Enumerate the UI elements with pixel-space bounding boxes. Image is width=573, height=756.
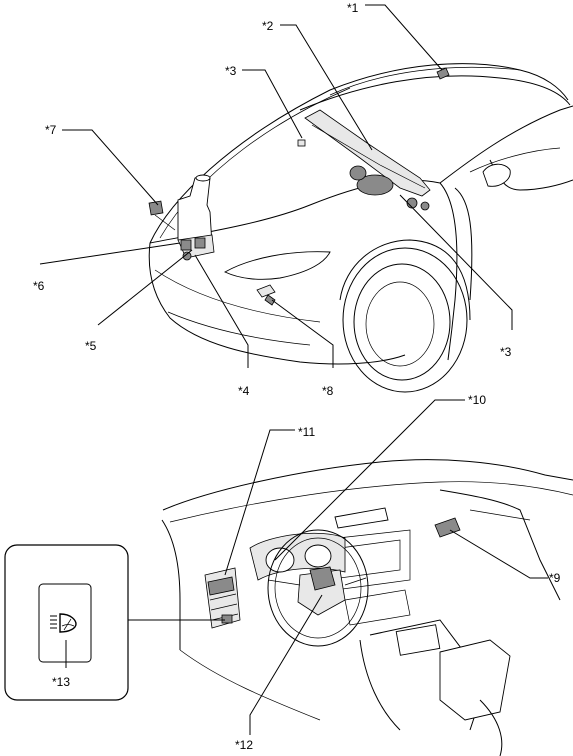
callout-10: *10 (468, 393, 486, 407)
callout-12: *12 (235, 738, 253, 752)
part-9 (434, 517, 461, 538)
headlight-washer-nozzle (148, 200, 176, 231)
callout-4: *4 (238, 384, 250, 398)
headlight-cleaner-switch-icon (50, 613, 77, 633)
vehicle-front-drawing (148, 63, 573, 393)
rain-sensor (436, 67, 450, 80)
switch-inset (4, 544, 129, 701)
callout-1: *1 (347, 1, 359, 15)
steering-wheel (267, 529, 369, 647)
leader-lines-top (39, 4, 513, 368)
callout-9: *9 (549, 571, 561, 585)
callout-5: *5 (85, 339, 97, 353)
wiper-motor-and-link (297, 109, 431, 211)
washer-tank (177, 174, 215, 261)
callout-13: *13 (52, 675, 70, 689)
callout-6: *6 (33, 279, 45, 293)
callout-labels: *1 *2 *3 *3 *4 *5 *6 *7 *8 *9 *10 *11 *1… (33, 1, 561, 752)
callout-11: *11 (298, 425, 315, 439)
part-8 (256, 284, 276, 306)
callout-2: *2 (262, 19, 274, 33)
callout-7: *7 (45, 123, 57, 137)
callout-8: *8 (322, 384, 334, 398)
callout-3-top: *3 (225, 64, 237, 78)
main-body-ecu (204, 567, 241, 629)
leader-lines-bottom (128, 399, 548, 735)
callout-3-right: *3 (500, 345, 512, 359)
instrument-panel-drawing (161, 459, 573, 756)
